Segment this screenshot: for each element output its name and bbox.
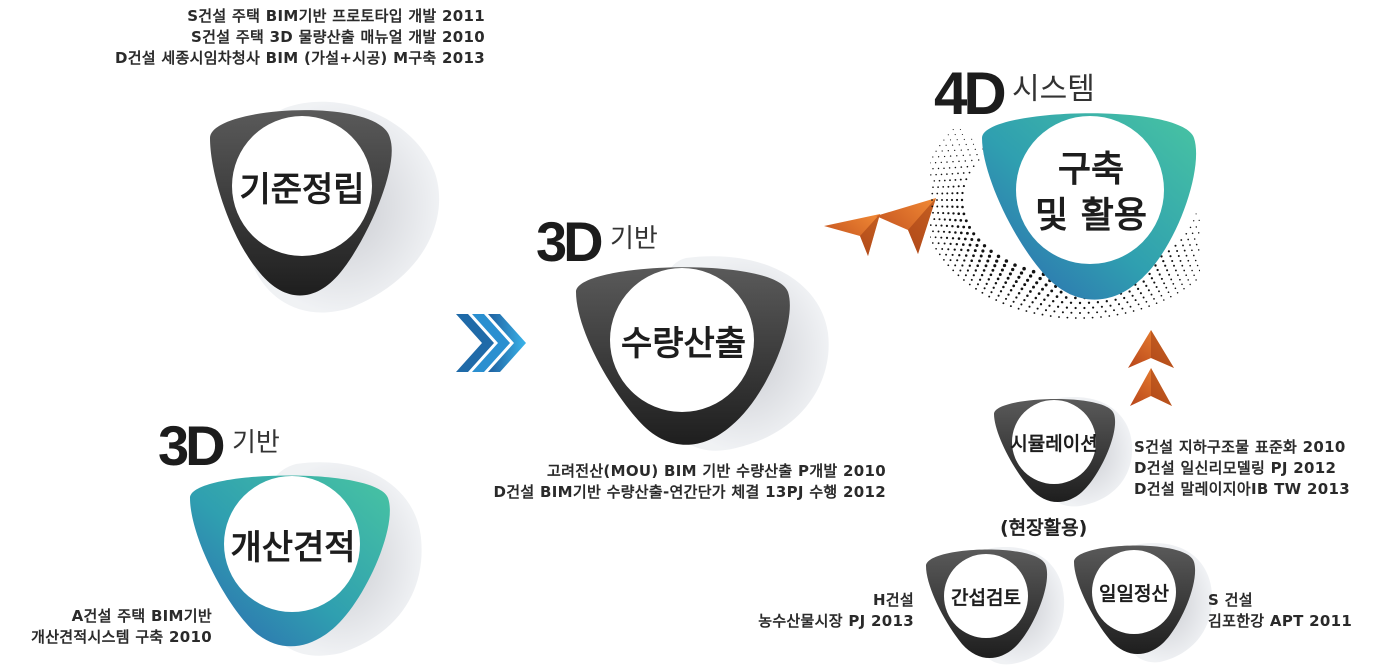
standard-label: 기준정립 [239, 169, 365, 210]
system4d-prefix-small: 시스템 [1012, 72, 1095, 107]
clash-note: H건설 [872, 591, 914, 609]
estimate-prefix-big: 3D [158, 414, 226, 477]
system4d-label-line1: 구축 [1057, 149, 1125, 190]
clash-badge: 간섭검토 [922, 540, 1072, 669]
orange-arrow-right-icon [822, 196, 938, 260]
standard-note: D건설 세종시임차청사 BIM (가설+시공) M구축 2013 [114, 49, 485, 67]
estimate-prefix-small: 기반 [232, 428, 280, 458]
clash-label: 간섭검토 [951, 586, 1021, 609]
quantity-prefix-small: 기반 [610, 224, 658, 254]
system4d-label-line2: 및 활용 [1035, 195, 1147, 236]
estimate-note: A건설 주택 BIM기반 [71, 607, 212, 625]
estimate-note: 개산견적시스템 구축 2010 [31, 628, 212, 646]
simulation-notes: S건설 지하구조물 표준화 2010 D건설 일신리모델링 PJ 2012 D건… [1134, 437, 1350, 500]
daily-note: 김포한강 APT 2011 [1208, 612, 1353, 630]
daily-label: 일일정산 [1099, 582, 1169, 605]
quantity-note: 고려전산(MOU) BIM 기반 수량산출 P개발 2010 [547, 462, 886, 480]
simulation-note: D건설 일신리모델링 PJ 2012 [1134, 459, 1337, 477]
simulation-label: 시뮬레이션 [1010, 432, 1098, 455]
field-use-label: (현장활용) [1000, 517, 1088, 539]
simulation-badge: 시뮬레이션 [990, 390, 1140, 510]
quantity-notes: 고려전산(MOU) BIM 기반 수량산출 P개발 2010 D건설 BIM기반… [494, 461, 886, 503]
standard-notes: S건설 주택 BIM기반 프로토타입 개발 2011 S건설 주택 3D 물량산… [115, 6, 485, 69]
quantity-label: 수량산출 [620, 323, 747, 364]
system4d-label: 구축 및 활용 [1016, 138, 1166, 248]
clash-notes: H건설 농수산물시장 PJ 2013 [758, 590, 914, 632]
estimate-label: 개산견적 [230, 527, 356, 568]
standard-note: S건설 주택 3D 물량산출 매뉴얼 개발 2010 [191, 28, 485, 46]
estimate-notes: A건설 주택 BIM기반 개산견적시스템 구축 2010 [31, 606, 212, 648]
standard-note: S건설 주택 BIM기반 프로토타입 개발 2011 [187, 7, 485, 25]
chevron-right-arrow-icon [452, 306, 526, 380]
system4d-prefix-big: 4D [934, 60, 1007, 127]
simulation-note: D건설 말레이지아IB TW 2013 [1134, 480, 1350, 498]
clash-note: 농수산물시장 PJ 2013 [758, 612, 914, 630]
quantity-badge: 수량산출 [566, 248, 846, 458]
orange-arrow-up-icon [1126, 328, 1176, 408]
simulation-note: S건설 지하구조물 표준화 2010 [1134, 438, 1346, 456]
daily-notes: S 건설 김포한강 APT 2011 [1208, 590, 1352, 632]
daily-note: S 건설 [1208, 591, 1253, 609]
daily-badge: 일일정산 [1070, 536, 1220, 669]
standard-badge: 기준정립 [190, 78, 450, 328]
estimate-badge: 개산견적 [176, 458, 436, 658]
quantity-prefix-big: 3D [536, 210, 604, 273]
quantity-note: D건설 BIM기반 수량산출-연간단가 체결 13PJ 수행 2012 [493, 483, 886, 501]
system4d-badge: 구축 및 활용 [972, 98, 1232, 318]
